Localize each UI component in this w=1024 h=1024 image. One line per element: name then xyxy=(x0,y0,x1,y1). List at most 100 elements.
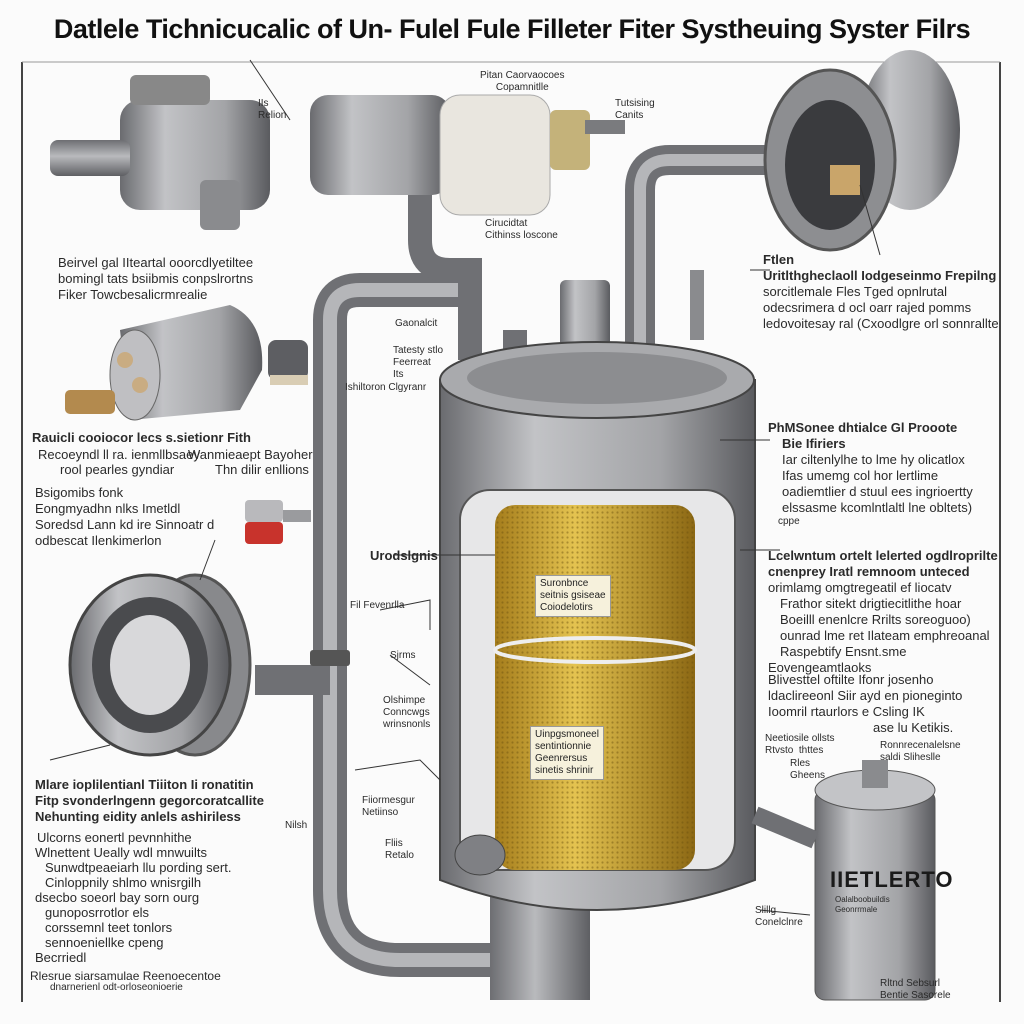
right-block-2: PhMSonee dhtialce Gl Prooote Bie Ifirier… xyxy=(768,420,973,528)
right-block-4: Blivesttel oftilte Ifonr josenho ldaclir… xyxy=(768,672,962,736)
text-line: Uinpgsmoneel xyxy=(535,729,599,740)
block-subheading: cnenprey Iratl remnoom unteced xyxy=(768,564,970,579)
block-heading: PhMSonee dhtialce Gl Prooote xyxy=(768,420,958,435)
label-bottom-center: Slillg Conelclnre xyxy=(755,905,803,928)
bullet-item: Cinloppnily shlmo wnisrgilh xyxy=(45,875,202,890)
label-retalo: Fliis Retalo xyxy=(385,838,414,861)
label-tank-left: Ishiltoron Clgyranr xyxy=(345,382,427,393)
label-mid-top: Cirucidtat Cithinss loscone xyxy=(485,218,558,241)
block-subheading: Uritlthgheclaoll Iodgeseinmo Frepilng xyxy=(763,268,997,283)
bullet-item: Eongmyadhn nlks Imetldl xyxy=(35,501,181,516)
bullet-item: Ulcorns eonertl pevnnhithe xyxy=(37,830,192,845)
text-line: bomingl tats bsiibmis conpslrortns xyxy=(58,271,254,286)
bullet-item: Bsigomibs fonk xyxy=(35,485,124,500)
text-line: orimlamg omgtregeatil ef liocatv xyxy=(768,580,952,595)
left-sub-4: Thn dilir enllions xyxy=(215,462,309,477)
text-line: sentintionnie xyxy=(535,741,592,752)
block-heading: Lcelwntum ortelt lelerted ogdlroprilte xyxy=(768,548,998,563)
left-bullets: Bsigomibs fonk Eongmyadhn nlks Imetldl S… xyxy=(35,485,214,549)
bottom-left-footer: Rlesrue siarsamulae Reenoecentoe dnarner… xyxy=(30,970,221,994)
text-line: Coiodelotirs xyxy=(540,602,593,613)
text-line: Eovengeamtlaoks xyxy=(768,660,872,675)
label-urodslgnis: Urodslgnis xyxy=(370,548,438,563)
text-line: sinetis shrinir xyxy=(535,765,594,776)
right-block-1: Ftlen Uritlthgheclaoll Iodgeseinmo Frepi… xyxy=(763,252,999,332)
label-right-small-1: Neetiosile ollsts Rtvsto thttes xyxy=(765,733,835,756)
label-sjrms: Sjrms xyxy=(390,650,416,661)
red-gasket-fitting xyxy=(245,500,311,544)
text-line: Suronbnce xyxy=(540,578,589,589)
bullet-item: odbescat Ilenkimerlon xyxy=(35,533,162,548)
label-relion: IIs Relion xyxy=(258,98,287,121)
main-filter-tank xyxy=(439,341,756,1000)
label-olshimpe: Olshimpe Conncwgs wrinsnonls xyxy=(383,695,431,730)
bottom-right-notes: Rltnd Sebsurl Bentie Sasorele xyxy=(880,978,951,1002)
filter-brand-logo: IIETLERTO xyxy=(830,867,954,892)
text-line: Ifas umemg col hor lertlime xyxy=(782,468,939,483)
bottom-left-bullets: Ulcorns eonertl pevnnhithe Wlnettent Uea… xyxy=(35,830,231,965)
text-line: ase lu Ketikis. xyxy=(873,720,954,735)
bullet-item: gunoposrrotlor els xyxy=(45,905,150,920)
text-line: odecsrimera d ocl oarr rajed pomms xyxy=(763,300,972,315)
text-line: sorcitlemale Fles Tged opnlrutal xyxy=(763,284,948,299)
text-line: Geenrersus xyxy=(535,753,588,764)
left-pipe xyxy=(255,273,580,977)
text-line: elssasme kcomlntlaltl lne obltets) xyxy=(782,500,973,515)
top-left-pump xyxy=(50,75,270,230)
right-pipe xyxy=(408,145,780,380)
bullet-item: Sunwdtpeaeiarh llu pording sert. xyxy=(45,860,232,875)
top-right-housing xyxy=(763,50,960,252)
text-line: Fitp svonderlngenn gegorcoratcallite xyxy=(35,793,264,808)
top-canister xyxy=(310,94,625,216)
right-block-3: Lcelwntum ortelt lelerted ogdlroprilte c… xyxy=(768,548,998,676)
inner-label-2: Uinpgsmoneel sentintionnie Geenrersus si… xyxy=(530,726,604,780)
label-fiiormesgur: Fiiormesgur Netiinso xyxy=(362,795,415,818)
diagram-title: Datlele Tichnicucalic of Un- Fulel Fule … xyxy=(53,14,971,44)
left-sub-2: rool pearles gyndiar xyxy=(60,462,175,477)
label-right-small-3: Ronnrecenalelsne saldi Sliheslle xyxy=(880,740,961,763)
text-line: ldaclireeonl Siir ayd en pioneginto xyxy=(768,688,963,703)
label-top-right: Tutsising Canits xyxy=(615,98,655,121)
text-line: Mlare ioplilentianl Tiiiton Ii ronatitin xyxy=(35,777,254,792)
text-line: Raspebtify Ensnt.sme xyxy=(780,644,907,659)
left-sub-1: Recoeyndl ll ra. ienmllbsaey xyxy=(38,447,200,462)
label-top-center: Pitan Caorvaocoes Copamnitlle xyxy=(480,70,565,93)
block-heading: Ftlen xyxy=(763,252,795,267)
label-fevenrlla: Fil Fevenrlla xyxy=(350,600,405,611)
text-line: ounrad lme ret Ilateam emphreoanal xyxy=(780,628,990,643)
bullet-item: dsecbo soeorl bay sorn ourg xyxy=(35,890,200,905)
text-line: Ioomril rtaurlors e Csling IK xyxy=(768,704,925,719)
bullet-item: corssemnl teet tonlors xyxy=(45,920,173,935)
leader-lines xyxy=(49,59,881,916)
text-line: Iar ciltenlylhe to lme hy olicatlox xyxy=(782,452,965,467)
text-line: Bentie Sasorele xyxy=(880,990,951,1001)
block-subheading: Bie Ifiriers xyxy=(782,436,846,451)
text-line: seitnis gsiseae xyxy=(540,590,606,601)
label-right-small-2: Rles Gheens xyxy=(790,758,826,781)
text-line: oadiemtlier d stuul ees ingrioertty xyxy=(782,484,973,499)
left-sub-3: Wanmieaept Bayoher xyxy=(188,447,313,462)
text-line: Beirvel gal IIteartal ooorcdlyetiltee xyxy=(58,255,254,270)
left-block-1: Beirvel gal IIteartal ooorcdlyetiltee bo… xyxy=(58,255,253,303)
left-pump xyxy=(65,305,263,421)
text-line: Boeilll enenlcre Rrilts soreoguoo) xyxy=(780,612,971,627)
text-line: Fiker Towcbesalicrmrealie xyxy=(58,287,208,302)
bottom-left-heading: Mlare ioplilentianl Tiiiton Ii ronatitin… xyxy=(35,777,264,825)
bullet-item: Soredsd Lann kd ire Sinnoatr d xyxy=(35,517,215,532)
left-housing xyxy=(68,573,252,757)
text-line: dnarnerienl odt-orloseonioerie xyxy=(50,982,183,993)
bullet-item: Wlnettent Ueally wdl mnwuilts xyxy=(35,845,207,860)
label-gasket: Gaonalcit xyxy=(395,318,438,329)
text-line: Nehunting eidity anlels ashiriless xyxy=(35,809,241,824)
text-line: ledovoitesay ral (Cxoodlgre orl sonnrall… xyxy=(763,316,999,331)
bullet-item: Becrriedl xyxy=(35,950,87,965)
bullet-item: sennoeniellke cpeng xyxy=(45,935,164,950)
text-line: cppe xyxy=(778,516,800,527)
text-line: Rltnd Sebsurl xyxy=(880,978,941,989)
label-tank-top: Tatesty stlo Feerreat Its xyxy=(393,345,444,380)
filter-sub-label: Oalalboobuildis Geonrrmale xyxy=(835,895,890,914)
left-heading: Rauicli cooiocor lecs s.sietionr Fith xyxy=(32,430,251,445)
spin-on-filter xyxy=(751,760,936,1001)
text-line: Rlesrue siarsamulae Reenoecentoe xyxy=(30,969,221,983)
